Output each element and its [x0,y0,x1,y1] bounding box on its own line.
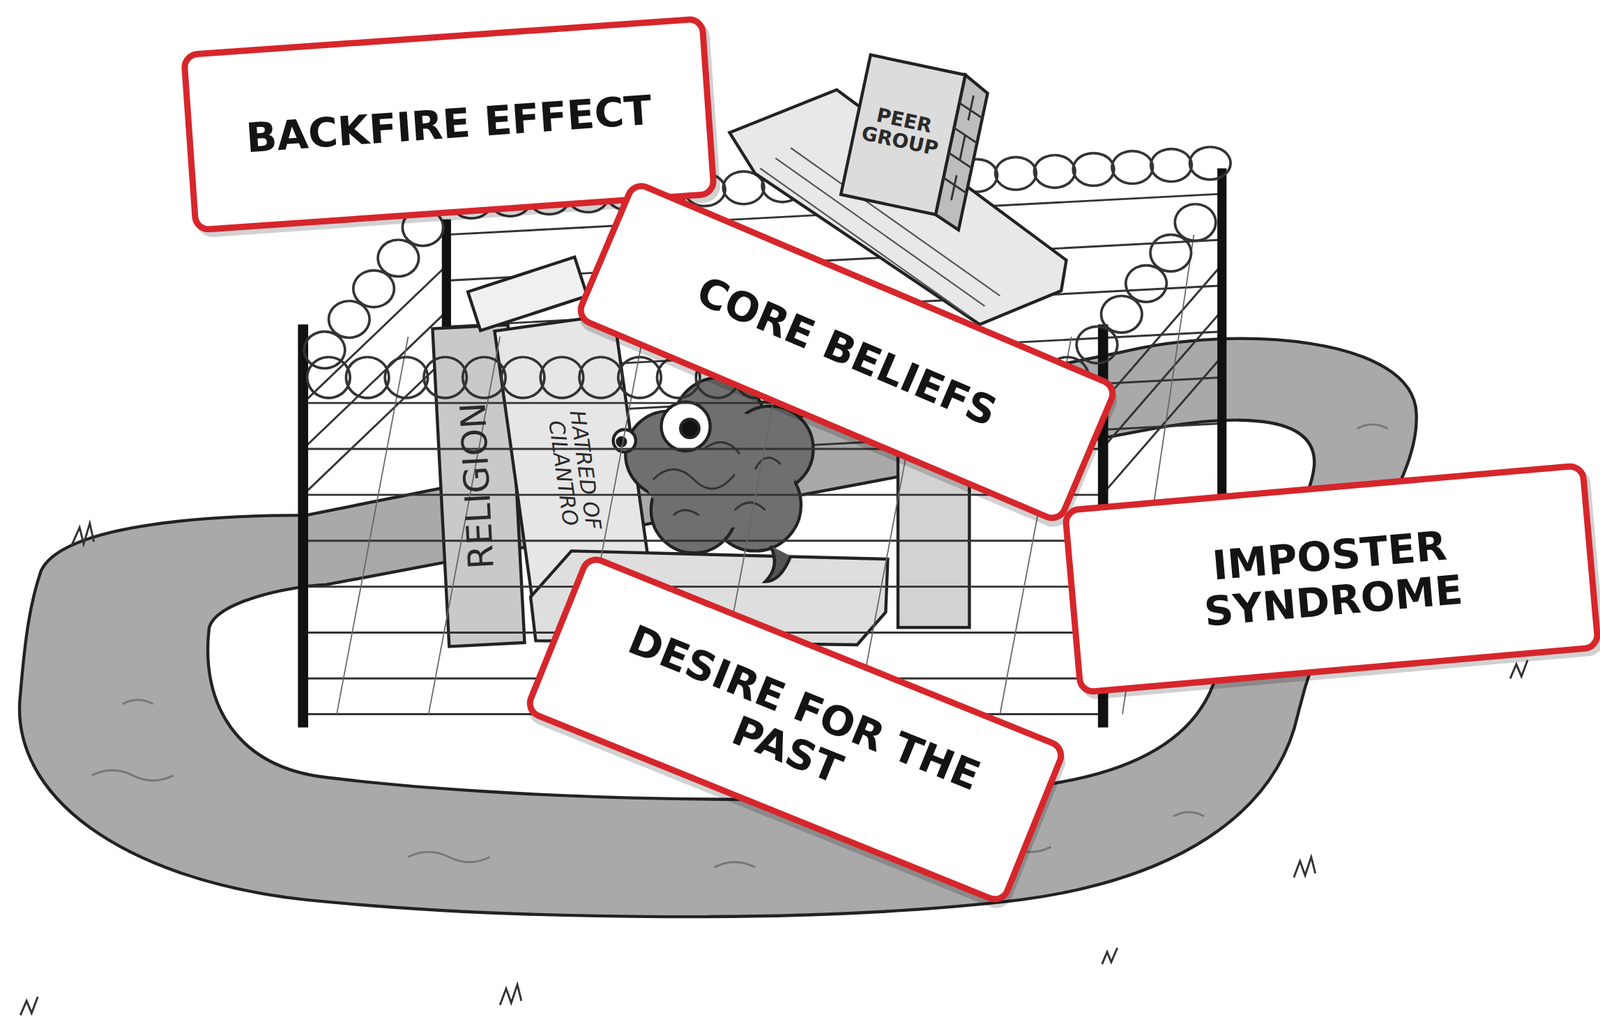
fence-post [297,324,309,728]
barbed-wire-coil [1076,204,1216,364]
book [467,257,588,331]
node-text: RELIGION [454,401,500,571]
callout-card: IMPOSTER SYNDROME [1061,461,1600,696]
node-text: HATRED OF CILANTRO [541,385,608,558]
brick-block [838,55,990,231]
fence-post [1217,168,1227,495]
barbed-wire-coil [303,209,444,369]
node-text: PEER GROUP [856,101,948,159]
node-text: IMPOSTER SYNDROME [1132,516,1530,641]
node-text: BACKFIRE EFFECT [244,87,654,162]
